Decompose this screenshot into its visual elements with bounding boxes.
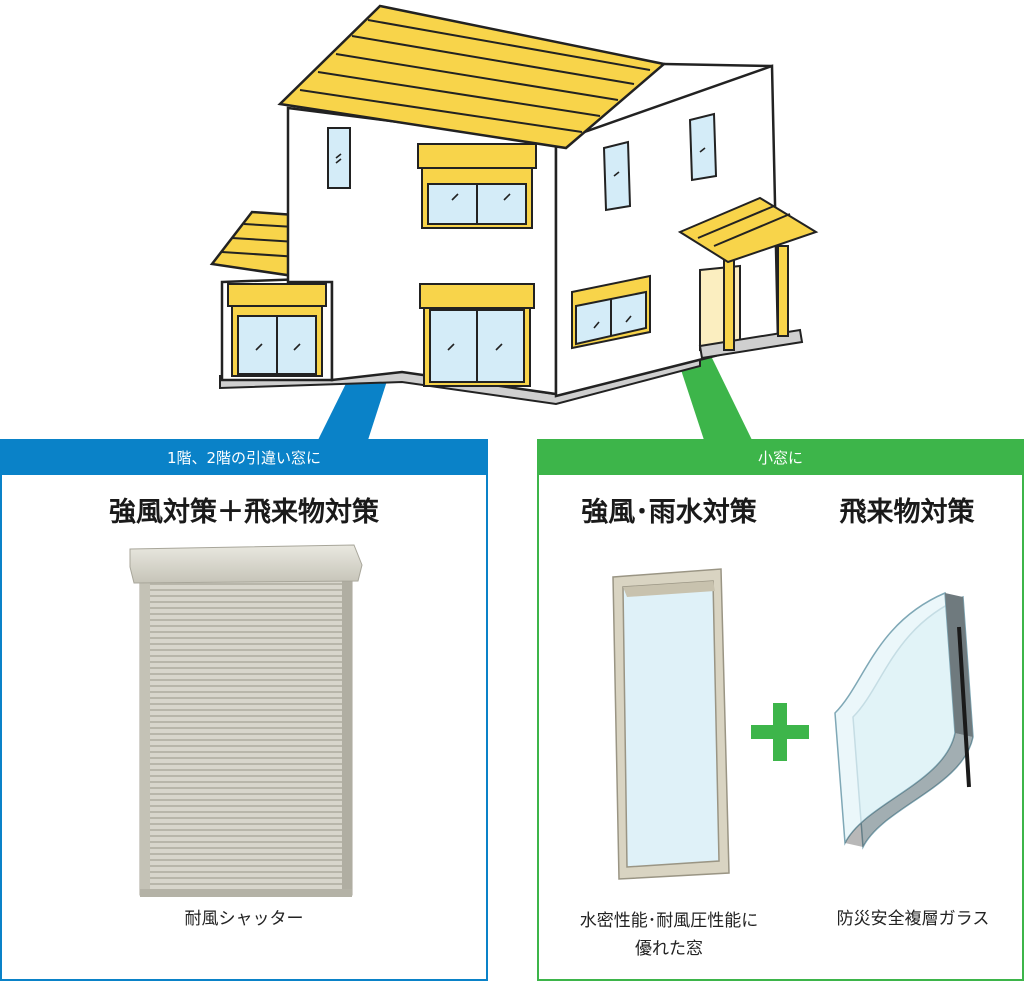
panel-small-windows: 小窓に 強風･雨水対策 飛来物対策 水密性能･耐風圧性能に 優れた窓 防災安全複… — [537, 439, 1024, 981]
heading-wind-rain: 強風･雨水対策 — [581, 497, 757, 528]
shutter-product-image — [129, 544, 363, 897]
small-window-far — [688, 112, 718, 182]
small-window-side — [602, 140, 632, 212]
main-roof-lines — [299, 19, 651, 133]
upper-shutter-window — [417, 143, 537, 229]
side-shutter-window — [571, 274, 651, 350]
heading-wind-debris: 強風対策＋飛来物対策 — [109, 497, 379, 528]
caption-glass: 防災安全複層ガラス — [836, 909, 990, 929]
plus-icon — [751, 703, 809, 761]
lower-shutter-window — [419, 283, 535, 387]
caption-window-line1: 水密性能･耐風圧性能に — [579, 911, 759, 931]
entrance — [677, 196, 819, 360]
panel-main-windows: 1階、2階の引違い窓に 強風対策＋飛来物対策 耐風シャッター — [0, 439, 488, 981]
panel-header-small-windows: 小窓に — [539, 441, 1022, 475]
window-product-image — [612, 568, 730, 880]
heading-debris: 飛来物対策 — [839, 497, 975, 528]
caption-window-line2: 優れた窓 — [635, 939, 703, 959]
caption-shutter: 耐風シャッター — [184, 909, 304, 929]
panel-header-main-windows: 1階、2階の引違い窓に — [2, 441, 486, 475]
annex-shutter-window — [227, 283, 327, 377]
small-window-upper-left — [327, 127, 351, 189]
glass-highlights — [255, 147, 706, 351]
glass-product-image — [834, 591, 974, 850]
caption-window: 水密性能･耐風圧性能に 優れた窓 — [541, 907, 797, 963]
